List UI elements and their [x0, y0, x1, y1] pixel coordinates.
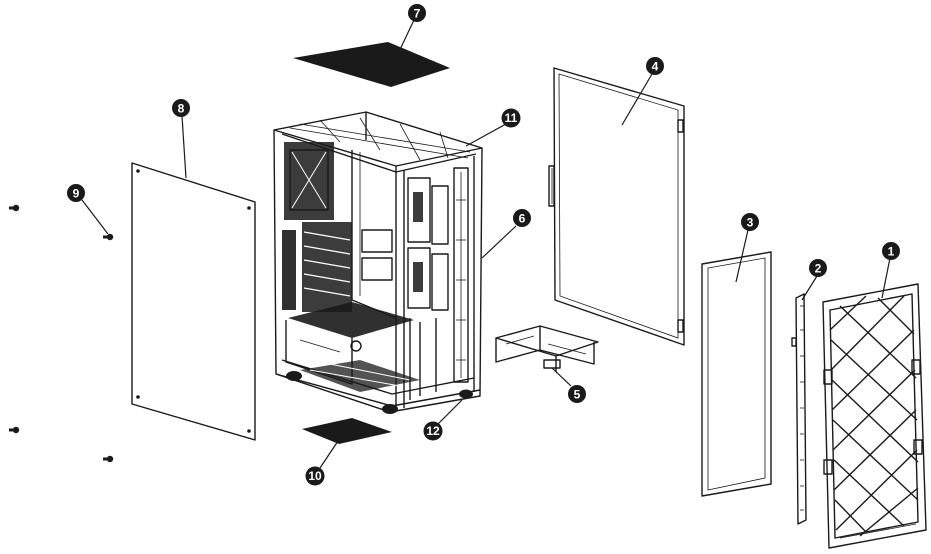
callout-label: 1: [888, 245, 895, 259]
callout-7: 7: [408, 4, 426, 22]
thumb-screws: [9, 204, 114, 463]
callout-12: 12: [423, 421, 443, 441]
callout-label: 8: [178, 102, 185, 116]
case-chassis: [273, 111, 483, 414]
callout-label: 4: [652, 60, 659, 74]
callout-label: 10: [308, 469, 322, 483]
callout-5: 5: [568, 385, 586, 403]
callout-4: 4: [646, 57, 664, 75]
front-glass-frame: [701, 251, 772, 497]
callout-label: 6: [519, 212, 526, 226]
callout-label: 5: [574, 388, 581, 402]
callout-11: 11: [501, 108, 521, 128]
leader-lines: [81, 19, 891, 469]
callout-label: 9: [73, 187, 80, 201]
thumb-screw: [103, 233, 114, 241]
callout-8: 8: [172, 99, 190, 117]
thumb-screw: [103, 455, 114, 463]
callout-3: 3: [741, 213, 759, 231]
bottom-dust-filter: [302, 418, 392, 444]
left-side-panel: [131, 162, 256, 441]
front-mesh-panel: [822, 283, 927, 549]
callout-label: 12: [426, 424, 440, 438]
mesh-pattern: [829, 295, 919, 537]
callout-label: 3: [747, 216, 754, 230]
callout-label: 11: [505, 111, 518, 125]
callout-label: 2: [815, 262, 822, 276]
front-bracket: [791, 293, 807, 525]
thumb-screw: [9, 204, 20, 212]
top-dust-filter: [293, 42, 450, 87]
callout-2: 2: [809, 259, 827, 277]
callout-6: 6: [513, 209, 531, 227]
callout-label: 7: [414, 7, 421, 21]
drive-tray: [495, 325, 599, 372]
callout-1: 1: [882, 242, 900, 260]
callout-10: 10: [305, 466, 325, 486]
callout-9: 9: [67, 184, 85, 202]
tempered-glass-panel: [548, 67, 685, 346]
thumb-screw: [9, 426, 20, 434]
